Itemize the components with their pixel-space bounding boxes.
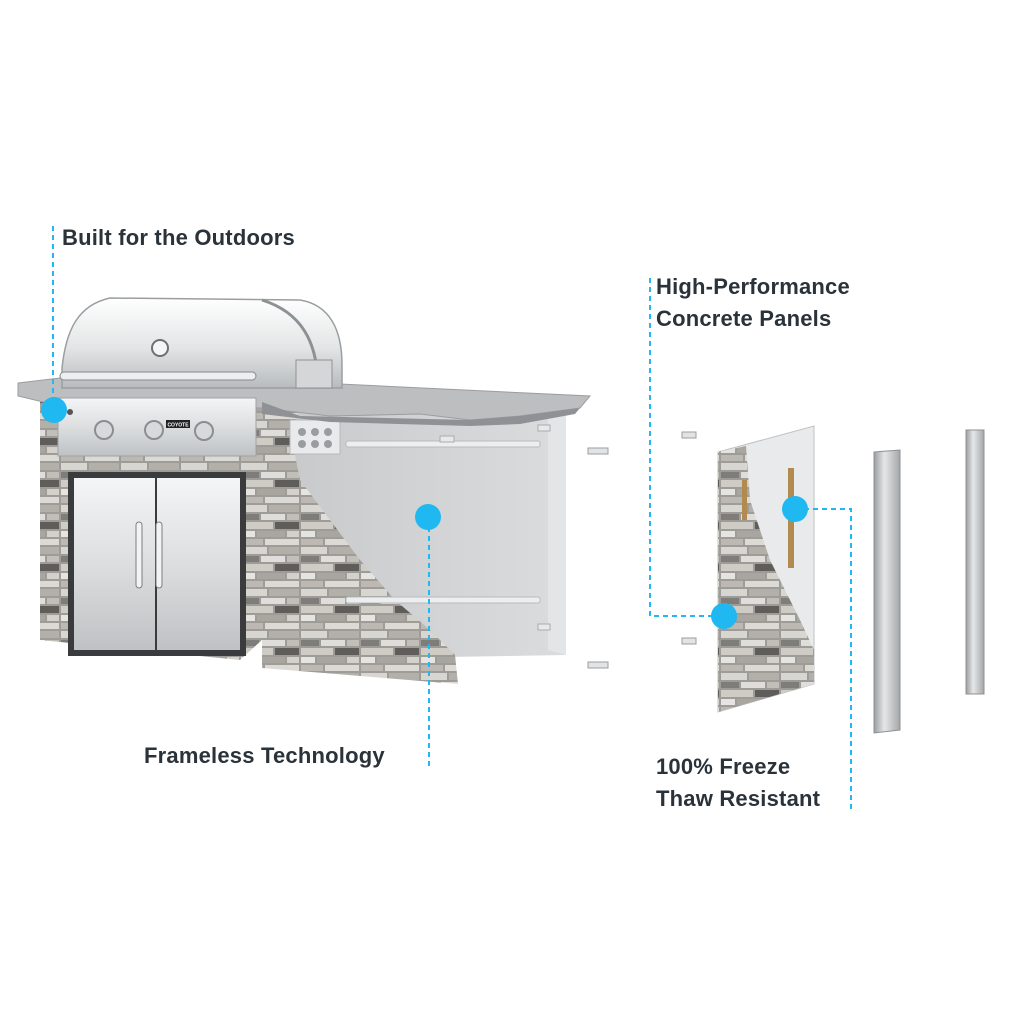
hood-side-bracket — [295, 359, 333, 389]
leader-panels — [649, 278, 724, 617]
island-end-cap — [548, 402, 566, 655]
panel-rail-bottom — [345, 596, 541, 604]
callout-high-performance-panels: High-Performance Concrete Panels — [656, 271, 850, 335]
temperature-gauge — [151, 339, 169, 357]
callout-freeze-line2: Thaw Resistant — [656, 786, 821, 811]
marker-freeze — [782, 496, 808, 522]
door-handle-left — [135, 521, 143, 589]
corner-post-large — [873, 449, 901, 734]
grill-badge-text: COYOTE — [167, 423, 189, 429]
panel-clip — [439, 435, 455, 443]
callout-frameless-text: Frameless Technology — [144, 743, 385, 768]
knob-1 — [94, 420, 114, 440]
callout-panels-line1: High-Performance — [656, 274, 850, 299]
marker-frameless — [415, 504, 441, 530]
loose-clips — [587, 431, 697, 669]
panel-clip — [537, 424, 551, 432]
exploded-panel — [717, 425, 815, 713]
panel-clip — [537, 623, 551, 631]
grill-hood — [61, 297, 343, 389]
callout-freeze-line1: 100% Freeze — [656, 754, 791, 779]
access-door-right — [157, 478, 240, 650]
corner-post-small — [965, 429, 985, 695]
ignition-button — [67, 409, 73, 415]
access-door-left — [74, 478, 155, 650]
leader-freeze — [795, 508, 852, 812]
callout-frameless-technology: Frameless Technology — [144, 740, 385, 772]
panel-insert-strip — [742, 480, 747, 520]
marker-outdoors — [41, 397, 67, 423]
grill-knobs — [94, 420, 214, 441]
callout-markers — [41, 397, 808, 629]
door-handle-right — [155, 521, 163, 589]
leader-lines — [52, 226, 852, 812]
callout-panels-line2: Concrete Panels — [656, 306, 832, 331]
callout-built-for-outdoors-text: Built for the Outdoors — [62, 225, 295, 250]
callout-freeze-thaw: 100% Freeze Thaw Resistant — [656, 751, 820, 815]
callout-built-for-outdoors: Built for the Outdoors — [62, 222, 295, 254]
knob-2 — [144, 420, 164, 440]
island-assembly: COYOTE — [17, 297, 592, 684]
marker-panels — [711, 603, 737, 629]
stone-veneer-cutaway — [262, 402, 458, 684]
grill-badge — [166, 420, 190, 428]
countertop-edge — [262, 402, 580, 426]
knob-3 — [194, 421, 214, 441]
grill-handle — [59, 371, 257, 381]
vent-grate — [289, 419, 341, 455]
